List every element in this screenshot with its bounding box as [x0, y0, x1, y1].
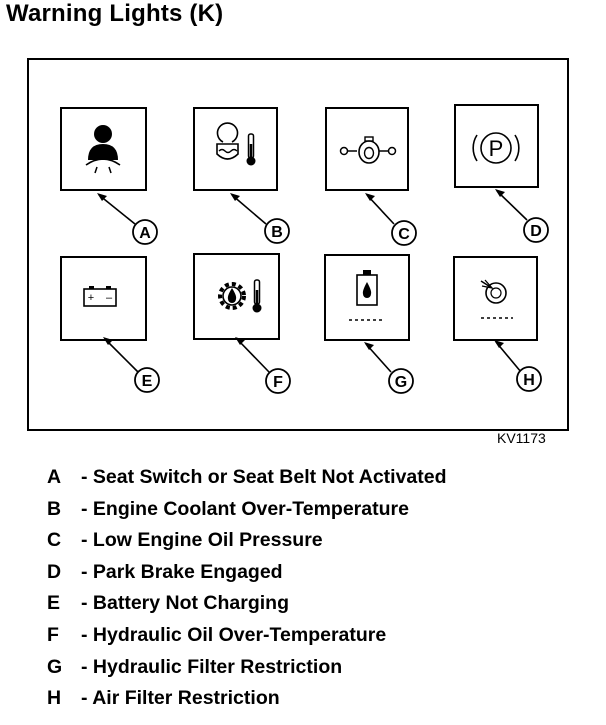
legend-item-g: G - Hydraulic Filter Restriction	[47, 656, 447, 688]
legend-key: B	[47, 497, 62, 520]
legend-text: - Battery Not Charging	[81, 592, 290, 615]
legend-text: - Seat Switch or Seat Belt Not Activated	[81, 466, 447, 488]
callout-e: E	[134, 367, 160, 393]
legend-key: C	[47, 529, 62, 552]
legend-text: - Hydraulic Filter Restriction	[81, 655, 343, 678]
engine-coolant-temperature-icon	[216, 122, 256, 166]
hydraulic-filter-icon	[349, 270, 383, 321]
svg-text:P: P	[489, 136, 504, 161]
svg-text:H: H	[523, 372, 535, 389]
legend-key: D	[47, 560, 62, 583]
callout-b: B	[264, 218, 290, 244]
svg-text:D: D	[530, 223, 542, 240]
legend-key: E	[47, 592, 61, 615]
page-title: Warning Lights (K)	[6, 0, 224, 27]
legend-item-d: D - Park Brake Engaged	[47, 561, 447, 593]
svg-text:–: –	[106, 292, 113, 304]
air-filter-icon	[480, 279, 513, 319]
figure-id: KV1173	[497, 430, 546, 446]
legend-key: G	[47, 655, 63, 678]
icon-box-e	[60, 256, 147, 341]
svg-text:B: B	[271, 224, 283, 241]
legend-text: - Engine Coolant Over-Temperature	[81, 497, 409, 520]
icon-box-d	[454, 104, 539, 188]
callout-d: D	[523, 217, 549, 243]
svg-text:E: E	[142, 373, 153, 390]
callout-a: A	[132, 219, 158, 245]
callout-f: F	[265, 368, 291, 394]
legend-key: A	[47, 466, 62, 488]
svg-text:G: G	[395, 374, 407, 391]
svg-text:F: F	[273, 374, 283, 391]
svg-text:+: +	[88, 292, 94, 304]
callout-c: C	[391, 220, 417, 246]
svg-text:A: A	[139, 225, 151, 242]
hydraulic-oil-temperature-icon	[218, 279, 262, 313]
legend-item-h: H - Air Filter Restriction	[47, 687, 447, 719]
legend-item-b: B - Engine Coolant Over-Temperature	[47, 498, 447, 530]
svg-text:C: C	[398, 226, 410, 243]
legend-item-f: F - Hydraulic Oil Over-Temperature	[47, 624, 447, 656]
callout-h: H	[516, 366, 542, 392]
battery-icon: + –	[83, 286, 117, 307]
oil-pressure-icon	[339, 136, 397, 164]
legend-item-a: A - Seat Switch or Seat Belt Not Activate…	[47, 466, 447, 498]
legend-text: - Park Brake Engaged	[81, 560, 283, 583]
legend-text: - Air Filter Restriction	[81, 687, 280, 710]
legend-item-c: C - Low Engine Oil Pressure	[47, 529, 447, 561]
legend-text: - Hydraulic Oil Over-Temperature	[81, 623, 387, 646]
icon-box-a	[60, 107, 147, 191]
legend-item-e: E - Battery Not Charging	[47, 592, 447, 624]
callout-g: G	[388, 368, 414, 394]
callout-arrows	[97, 189, 528, 373]
legend-key: F	[47, 623, 59, 646]
legend-text: - Low Engine Oil Pressure	[81, 529, 323, 552]
legend-list: A - Seat Switch or Seat Belt Not Activate…	[47, 466, 447, 719]
diagram-frame	[27, 58, 569, 431]
park-brake-icon: P	[472, 132, 520, 164]
legend-key: H	[47, 687, 62, 710]
seat-belt-icon	[85, 125, 121, 174]
icon-box-f	[193, 253, 280, 340]
icon-box-b	[193, 107, 278, 191]
warning-lights-diagram: P + –	[27, 58, 569, 431]
